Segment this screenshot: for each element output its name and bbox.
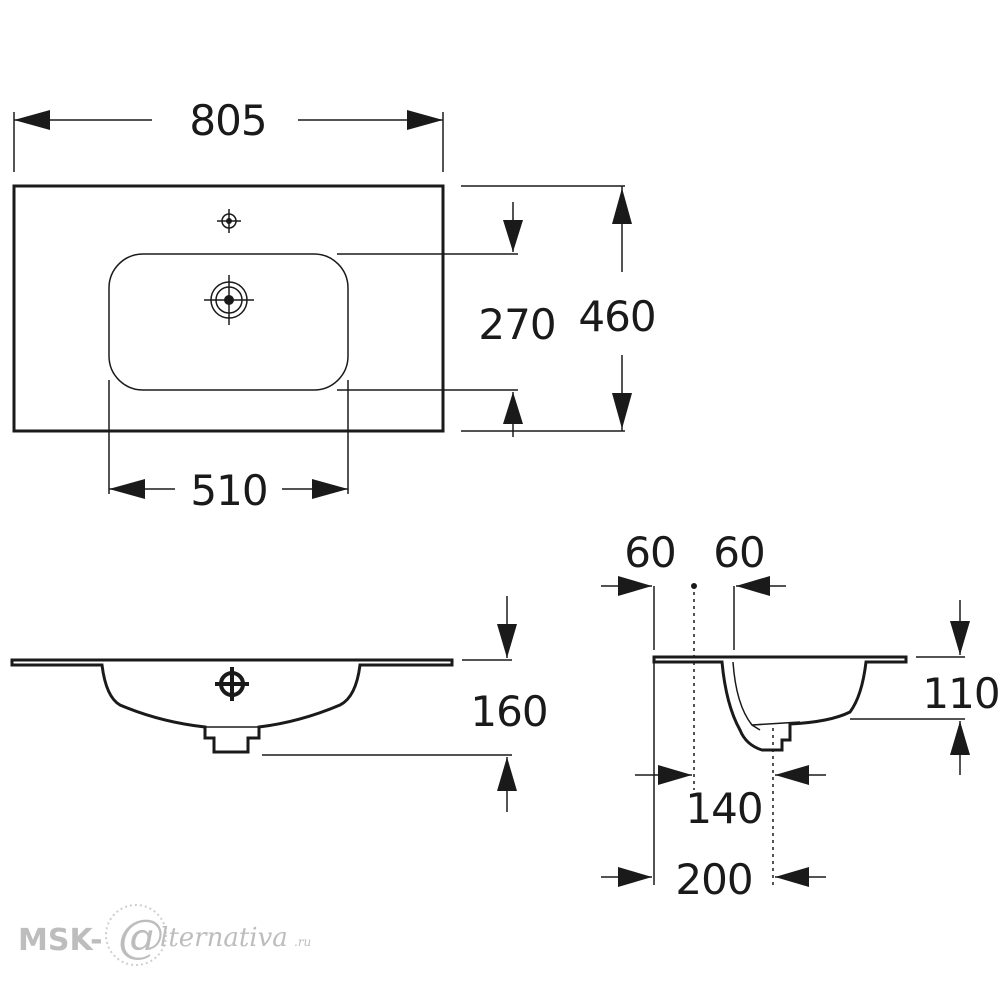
dimension-overall: 200: [601, 855, 826, 904]
watermark-domain: .ru: [294, 935, 311, 949]
height-label: 160: [470, 687, 547, 736]
dimension-drain-offset: 140: [635, 765, 826, 833]
watermark-logo: MSK- @ lternativa .ru: [18, 904, 311, 966]
dimension-bowl-depth: 270: [337, 202, 557, 437]
front-view: 160: [10, 596, 549, 812]
left-offset-label: 60: [624, 528, 675, 577]
dimension-depth: 460: [461, 185, 657, 432]
dimension-width: 805: [13, 96, 444, 172]
dimension-bowl-width: 510: [108, 380, 349, 515]
front-profile: [10, 658, 454, 754]
watermark-circle: [105, 904, 167, 966]
watermark-brand: MSK-: [18, 923, 103, 958]
top-view: 805 460 270: [12, 96, 657, 515]
side-view: 60 60 110 140: [601, 528, 1000, 904]
width-label: 805: [189, 96, 266, 145]
bowl-outline: [108, 253, 349, 391]
watermark-at: @: [118, 909, 164, 963]
bowl-height-label: 110: [922, 669, 999, 718]
countertop-outline: [12, 184, 445, 433]
side-profile: [652, 655, 908, 752]
right-offset-label: 60: [713, 528, 764, 577]
dimension-offsets: 60 60: [601, 528, 786, 650]
bowl-depth-label: 270: [478, 300, 555, 349]
dimension-bowl-height: 110: [850, 600, 1000, 775]
drain-offset-label: 140: [685, 784, 762, 833]
overall-label: 200: [675, 855, 752, 904]
bowl-width-label: 510: [190, 466, 267, 515]
tap-hole-icon: [217, 209, 241, 233]
drain-icon: [204, 275, 254, 325]
dimension-height: 160: [262, 596, 549, 812]
watermark-rest: lternativa: [160, 923, 288, 953]
overflow-icon: [215, 667, 249, 701]
depth-label: 460: [578, 292, 655, 341]
